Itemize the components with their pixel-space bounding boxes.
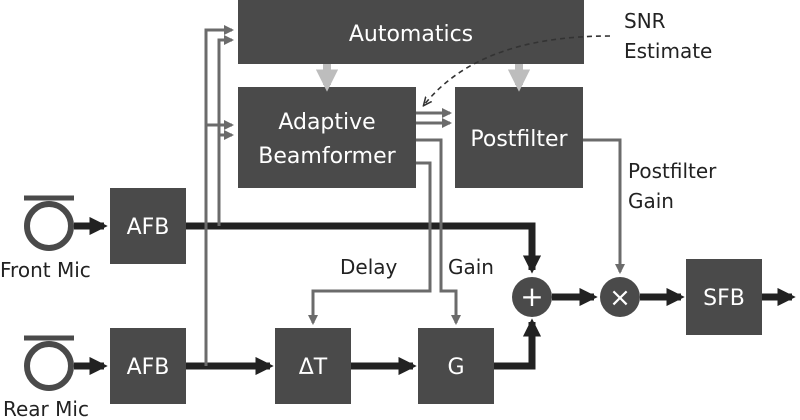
sfb-block: SFB [686,259,762,335]
front-mic-icon [24,195,74,251]
postfilter-block: Postfilter [455,87,583,188]
beamformer-label-line2: Beamformer [258,144,396,169]
plus-icon: + [520,280,543,313]
gain-block-label: G [447,355,464,380]
automatics-block: Automatics [238,0,584,64]
postfilter-gain-arrow [583,138,626,275]
beamformer-gain-control-arrow [416,138,462,326]
beamformer-delay-control-arrow [307,161,432,326]
front-afb-to-sum-arrow [186,222,542,274]
delay-block: ΔT [275,328,351,404]
postfilter-gain-label-line2: Gain [628,189,674,213]
automatics-label: Automatics [349,22,473,47]
afb-front-label: AFB [127,215,170,240]
sum-node: + [512,277,552,317]
afb-rear-block: AFB [110,328,186,404]
beamformer-label-line1: Adaptive [278,110,375,135]
front-mic-label: Front Mic [0,258,91,282]
afb-feed-lines [204,24,235,366]
adaptive-beamformer-block: Adaptive Beamformer [238,87,416,188]
snr-label-line1: SNR [624,9,666,33]
afb-rear-label: AFB [127,355,170,380]
multiply-node: × [600,277,640,317]
gain-to-sum-arrow [494,318,542,370]
gain-label: Gain [448,255,494,279]
snr-label-line2: Estimate [624,39,712,63]
delay-label: Delay [340,255,398,279]
snr-estimate-dashed-arrow [424,35,611,105]
postfilter-gain-label-line1: Postfilter [628,159,717,183]
gain-block: G [418,328,494,404]
sfb-label: SFB [703,286,745,311]
rear-mic-label: Rear Mic [3,397,89,420]
rear-mic-icon [24,335,74,391]
delay-block-label: ΔT [299,355,328,380]
multiply-icon: × [609,283,631,313]
postfilter-label: Postfilter [470,127,568,152]
afb-front-block: AFB [110,188,186,264]
